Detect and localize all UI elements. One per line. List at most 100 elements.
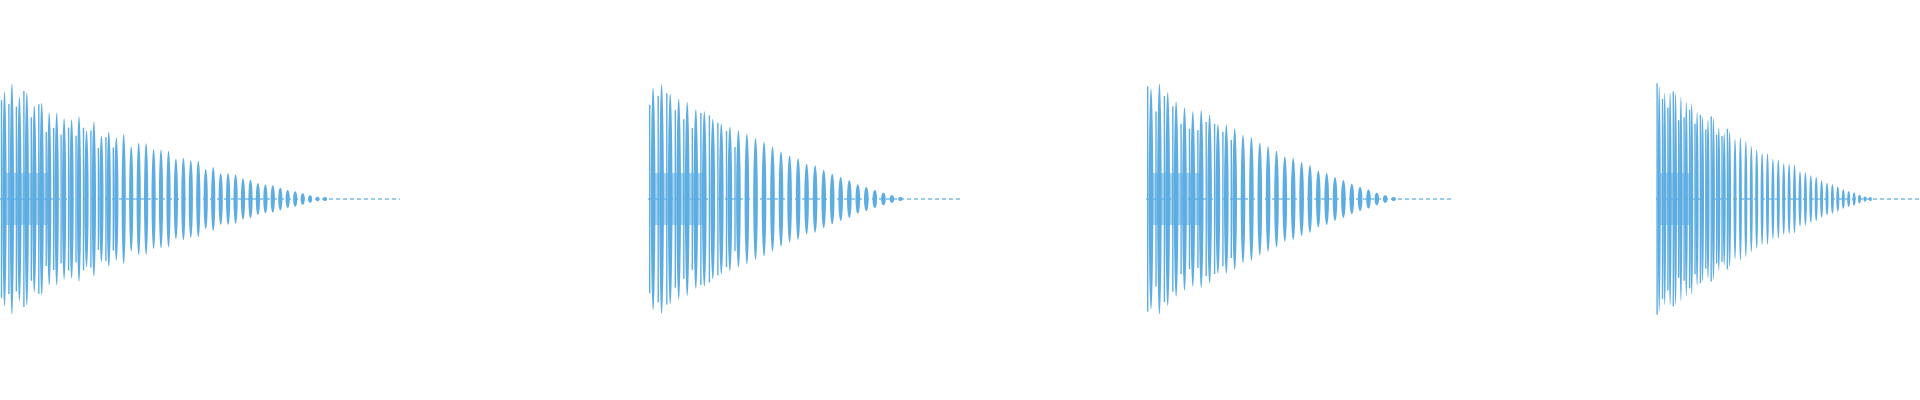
waveform-cycle — [1717, 127, 1721, 271]
waveform-cycle — [270, 185, 275, 213]
waveform-cycle — [263, 184, 268, 214]
waveform-cycle — [144, 143, 149, 255]
waveform-cycle — [1787, 163, 1791, 235]
waveform-cycle — [285, 190, 290, 208]
waveform-cycle — [1728, 131, 1732, 267]
waveform-cycle — [855, 184, 861, 214]
waveform-cycle — [1290, 158, 1296, 240]
waveform-cycle — [684, 101, 690, 297]
waveform-cycle — [1776, 159, 1780, 239]
waveform-cycle — [1809, 175, 1813, 223]
waveform-cycle — [889, 195, 895, 203]
waveform-cycle — [1706, 119, 1710, 279]
waveform-cycle — [795, 158, 801, 240]
waveform-cycle — [278, 187, 283, 211]
waveform-cycle — [1668, 92, 1672, 306]
waveform-cycle — [1274, 150, 1279, 248]
waveform-cycle — [76, 116, 82, 282]
waveform-cycle — [1663, 92, 1667, 306]
waveform-cycle — [864, 186, 869, 212]
waveform-cycle — [1755, 149, 1759, 249]
waveform-cycle — [1190, 111, 1196, 287]
waveform-cycle — [1847, 191, 1851, 207]
waveform-cycle — [315, 196, 320, 202]
waveform-cycle — [1749, 145, 1753, 253]
waveform-cycle — [1232, 128, 1237, 270]
waveform-cycle — [1690, 103, 1694, 295]
waveform-cycle — [158, 149, 164, 249]
waveform-cycle — [39, 102, 44, 296]
waveform-cycle — [1825, 182, 1829, 216]
waveform-cycle — [293, 191, 298, 207]
waveform-cycle — [1679, 96, 1683, 302]
waveform-cycle — [84, 130, 89, 268]
waveform-cycle — [218, 173, 223, 225]
waveform-cycle — [693, 109, 699, 289]
waveform-cycle — [32, 105, 37, 293]
waveform-cycle — [821, 169, 826, 229]
waveform-cycle — [650, 87, 656, 311]
waveform-cycle — [1198, 110, 1204, 288]
waveform-burst — [1146, 83, 1452, 315]
waveform-cycle — [91, 121, 96, 277]
waveform-cycle — [322, 197, 328, 201]
waveform-cycle — [838, 177, 843, 221]
waveform-burst — [0, 83, 400, 315]
waveform-cycle — [1798, 171, 1802, 227]
waveform-cycle — [300, 193, 305, 205]
waveform-cycle — [1744, 141, 1748, 257]
waveform-cycle — [69, 119, 74, 279]
waveform-cycle — [753, 138, 758, 260]
waveform-cycle — [872, 190, 878, 208]
waveform-cycle — [1324, 173, 1329, 225]
waveform-cycle — [1674, 93, 1677, 305]
waveform-cycle — [727, 126, 733, 272]
waveform-cycle — [744, 133, 750, 265]
waveform-cycle — [1165, 92, 1170, 306]
waveform-cycle — [1341, 180, 1346, 218]
waveform-cycle — [812, 165, 818, 233]
waveform-cycle — [1349, 183, 1355, 215]
waveform-cycle — [136, 142, 141, 256]
waveform-cycle — [804, 163, 809, 235]
waveform-cycle — [1695, 111, 1699, 287]
waveform-burst — [1656, 83, 1920, 315]
waveform-cycle — [1240, 134, 1246, 264]
waveform-cycle — [736, 130, 741, 268]
waveform-cycle — [1858, 194, 1861, 204]
waveform-cycle — [1868, 197, 1872, 201]
waveform-cycle — [62, 118, 67, 280]
waveform-cycle — [1382, 195, 1388, 203]
waveform-cycle — [1148, 88, 1154, 310]
waveform-cycle — [1157, 83, 1162, 315]
waveform-cycle — [129, 146, 134, 252]
waveform-cycle — [778, 151, 784, 247]
waveform-cycle — [1299, 162, 1304, 236]
waveform-cycle — [702, 111, 707, 287]
waveform-cycle — [1282, 156, 1288, 242]
waveform-cycle — [233, 174, 238, 224]
waveform-cycle — [829, 173, 835, 225]
waveform-cycle — [1836, 186, 1840, 212]
waveform-cycle — [898, 197, 903, 201]
waveform-cycle — [121, 134, 126, 264]
waveform-cycle — [106, 131, 111, 267]
waveform-cycle — [1684, 101, 1688, 297]
waveform-cycle — [47, 112, 52, 286]
waveform-cycle — [1863, 196, 1867, 202]
waveform-cycle — [770, 146, 775, 252]
waveform-cycle — [719, 123, 724, 275]
waveform-cycle — [1391, 197, 1396, 201]
waveform-cycle — [1782, 163, 1786, 235]
waveform-cycle — [1852, 192, 1856, 206]
waveform-cycle — [211, 167, 216, 231]
waveform-cycle — [1257, 142, 1263, 256]
waveform-cycle — [1803, 172, 1807, 226]
waveform-cycle — [240, 178, 246, 220]
waveform-cycle — [196, 160, 201, 238]
waveform-cycle — [1814, 176, 1818, 222]
waveform-cycle — [1657, 86, 1661, 312]
waveform-cycle — [1701, 116, 1704, 282]
waveform-cycle — [308, 195, 313, 203]
